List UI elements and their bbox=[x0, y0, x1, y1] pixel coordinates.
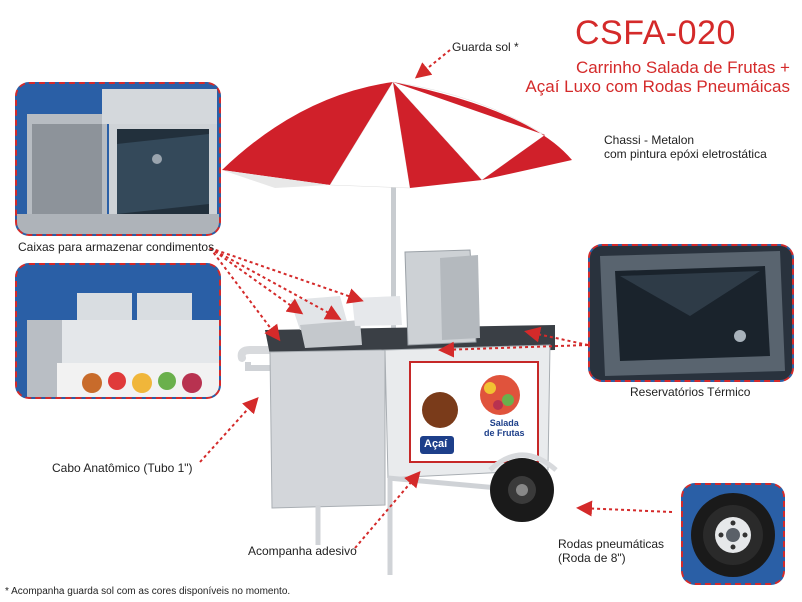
photo-thermal-reservoir bbox=[588, 244, 794, 382]
umbrella-canopy bbox=[222, 81, 572, 189]
model-title: CSFA-020 bbox=[575, 14, 736, 52]
condiment-box-3 bbox=[352, 296, 402, 326]
fender bbox=[488, 452, 558, 472]
arrow-adesivo bbox=[354, 470, 421, 549]
closed-boxes-illustration bbox=[17, 265, 219, 397]
photo-open-compartments bbox=[15, 82, 221, 236]
wheel-illustration bbox=[683, 485, 783, 583]
arrow-caixas-3 bbox=[209, 247, 342, 320]
label-rodas-line-2: (Roda de 8") bbox=[558, 551, 626, 565]
arrow-reservatorio-2 bbox=[438, 341, 589, 358]
label-rodas: Rodas pneumáticas (Roda de 8") bbox=[558, 537, 664, 565]
label-reservatorios: Reservatórios Térmico bbox=[630, 385, 751, 399]
label-rodas-line-1: Rodas pneumáticas bbox=[558, 537, 665, 551]
label-caixas: Caixas para armazenar condimentos bbox=[18, 240, 215, 254]
sticker-acai-text: Açaí bbox=[424, 438, 448, 450]
label-chassi-line-1: Chassi - Metalon bbox=[604, 133, 695, 147]
sticker-salada-line-1: Salada bbox=[489, 418, 519, 428]
product-subtitle: Carrinho Salada de Frutas + Açaí Luxo co… bbox=[525, 58, 790, 96]
arrow-reservatorio-1 bbox=[524, 326, 589, 346]
condiment-box-1 bbox=[290, 296, 348, 330]
sticker-salada-line-2: de Frutas bbox=[484, 428, 525, 438]
acai-bowl bbox=[422, 392, 458, 428]
label-adesivo: Acompanha adesivo bbox=[248, 544, 357, 558]
arrow-caixas-4 bbox=[209, 247, 364, 304]
acai-logo-badge bbox=[420, 436, 454, 454]
label-chassi: Chassi - Metalon com pintura epóxi eletr… bbox=[604, 133, 767, 161]
arrow-guarda-sol bbox=[414, 49, 451, 79]
open-compartments-illustration bbox=[17, 84, 219, 234]
photo-wheel bbox=[681, 483, 785, 585]
label-cabo: Cabo Anatômico (Tubo 1") bbox=[52, 461, 193, 475]
cart-handle bbox=[237, 346, 389, 362]
label-guarda-sol: Guarda sol * bbox=[452, 40, 519, 54]
sticker-salada-text: Salada de Frutas bbox=[484, 418, 525, 438]
footnote: * Acompanha guarda sol com as cores disp… bbox=[5, 586, 291, 597]
subtitle-line-1: Carrinho Salada de Frutas + bbox=[575, 58, 790, 77]
thermal-reservoir-illustration bbox=[590, 246, 792, 380]
label-chassi-line-2: com pintura epóxi eletrostática bbox=[604, 147, 767, 161]
arrow-caixas-2 bbox=[209, 247, 304, 315]
arrow-rodas bbox=[576, 500, 673, 517]
left-cabinet bbox=[269, 349, 386, 509]
arrow-cabo bbox=[199, 397, 259, 463]
subtitle-line-2: Açaí Luxo com Rodas Pneumáicas bbox=[525, 77, 790, 96]
umbrella-pole bbox=[391, 150, 396, 380]
arrow-caixas-1 bbox=[209, 247, 281, 342]
photo-closed-boxes bbox=[15, 263, 221, 399]
condiment-box-2 bbox=[300, 320, 362, 348]
reservoir-lid-2 bbox=[440, 255, 480, 340]
